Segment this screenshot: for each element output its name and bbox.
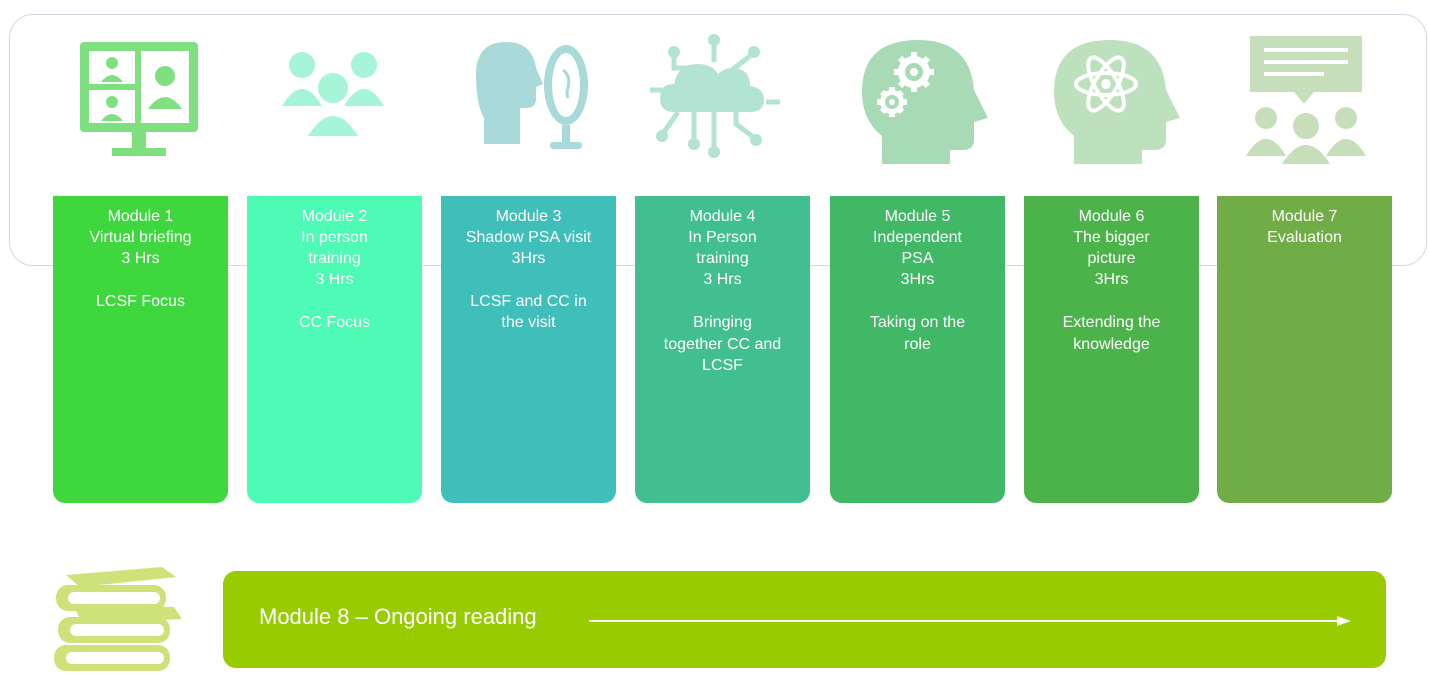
module-line: picture — [1087, 250, 1136, 268]
module-title: Module 2 — [301, 208, 368, 225]
module-line: The bigger — [1073, 229, 1150, 247]
module-8-bar: Module 8 – Ongoing reading — [223, 571, 1386, 668]
module-spacer — [247, 290, 422, 312]
module-line: LCSF Focus — [96, 293, 185, 311]
module-line: Extending the — [1062, 314, 1161, 332]
module-spacer — [635, 290, 810, 312]
module-line: training — [696, 250, 749, 268]
module-spacer — [441, 269, 616, 291]
module-line: Evaluation — [1267, 229, 1342, 247]
module-line: PSA — [901, 250, 934, 268]
module-line: Virtual briefing — [89, 229, 192, 247]
module-line: 3Hrs — [1094, 271, 1129, 289]
module-line: Independent — [873, 229, 962, 247]
module-line: Bringing — [693, 314, 752, 332]
module-title: Module 3 — [495, 208, 562, 225]
module-8-label: Module 8 – Ongoing reading — [259, 604, 537, 629]
module-line: 3 Hrs — [703, 271, 742, 289]
module-spacer — [830, 290, 1005, 312]
module-line: LCSF and CC in — [470, 293, 587, 311]
module-line: 3 Hrs — [121, 250, 160, 268]
module-line: the visit — [501, 314, 556, 332]
module-title: Module 5 — [884, 208, 951, 225]
head-gears-icon — [852, 30, 992, 165]
arrow-right-icon — [589, 616, 1351, 626]
module-title: Module 7 — [1271, 208, 1338, 225]
module-line: training — [308, 250, 361, 268]
head-atom-icon — [1044, 30, 1184, 165]
module-line: 3 Hrs — [315, 271, 354, 289]
head-mirror-icon — [462, 30, 602, 165]
module-spacer — [1024, 290, 1199, 312]
module-line: CC Focus — [298, 314, 371, 332]
module-line: In Person — [688, 229, 757, 247]
module-card-7: Module 7 Evaluation — [1217, 196, 1392, 503]
module-spacer — [53, 269, 228, 291]
module-line: knowledge — [1073, 335, 1150, 353]
presentation-audience-icon — [1240, 30, 1380, 165]
module-line: LCSF — [702, 356, 743, 374]
module-title: Module 1 — [107, 208, 174, 225]
module-line: In person — [301, 229, 368, 247]
module-line: 3Hrs — [900, 271, 935, 289]
module-line: together CC and — [663, 335, 782, 353]
module-title: Module 4 — [689, 208, 756, 225]
module-line: 3Hrs — [511, 250, 546, 268]
module-card-2: Module 2 In person training 3 Hrs CC Focus — [247, 196, 422, 503]
module-line: role — [904, 335, 931, 353]
module-line: Shadow PSA visit — [465, 229, 592, 247]
video-conference-icon — [68, 30, 208, 165]
cloud-network-icon — [644, 30, 784, 165]
module-title: Module 6 — [1078, 208, 1145, 225]
books-icon — [48, 565, 186, 673]
group-people-icon — [264, 30, 404, 165]
module-line: Taking on the — [869, 314, 966, 332]
